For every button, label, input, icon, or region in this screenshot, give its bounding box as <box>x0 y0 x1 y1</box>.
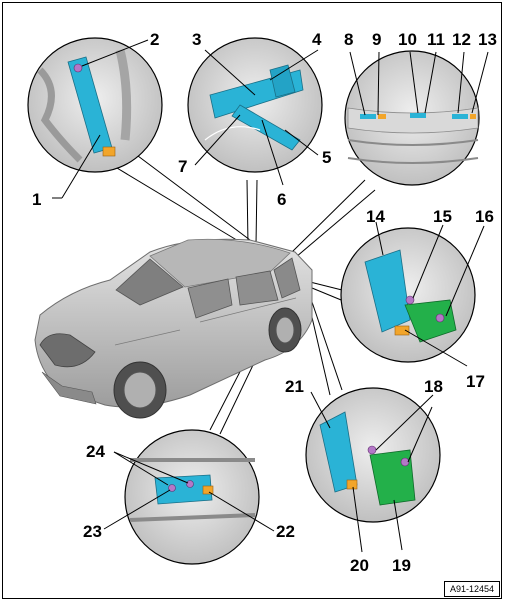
callout-labels: 1 2 3 4 5 6 7 8 9 10 11 12 13 14 15 16 1… <box>32 30 497 575</box>
callout-17: 17 <box>466 372 485 391</box>
callout-13: 13 <box>478 30 497 49</box>
diagram-frame <box>2 2 502 599</box>
callout-8: 8 <box>344 30 353 49</box>
callout-7: 7 <box>178 157 187 176</box>
callout-11: 11 <box>427 30 445 49</box>
callout-9: 9 <box>372 30 381 49</box>
vehicle-illustration <box>34 238 313 419</box>
callout-3: 3 <box>192 30 201 49</box>
callout-21: 21 <box>285 377 304 396</box>
callout-leader-lines <box>52 39 489 553</box>
detail-bubble-f <box>124 429 260 565</box>
callout-14: 14 <box>366 207 385 226</box>
callout-16: 16 <box>475 207 494 226</box>
callout-10: 10 <box>398 30 417 49</box>
callout-1: 1 <box>32 190 41 209</box>
detail-bubble-c <box>344 50 480 186</box>
detail-bubble-a <box>27 37 163 173</box>
detail-bubble-e <box>305 387 441 523</box>
callout-22: 22 <box>276 522 295 541</box>
detail-bubble-b <box>187 37 323 173</box>
callout-19: 19 <box>392 556 411 575</box>
callout-24: 24 <box>86 442 105 461</box>
callout-18: 18 <box>424 377 443 396</box>
callout-5: 5 <box>322 148 331 167</box>
callout-6: 6 <box>277 190 286 209</box>
callout-12: 12 <box>452 30 471 49</box>
callout-23: 23 <box>83 522 102 541</box>
callout-2: 2 <box>150 30 159 49</box>
figure-id-label: A91-12454 <box>443 581 500 597</box>
callout-20: 20 <box>350 556 369 575</box>
callout-15: 15 <box>433 207 452 226</box>
callout-4: 4 <box>312 30 322 49</box>
detail-bubble-d <box>340 227 476 363</box>
